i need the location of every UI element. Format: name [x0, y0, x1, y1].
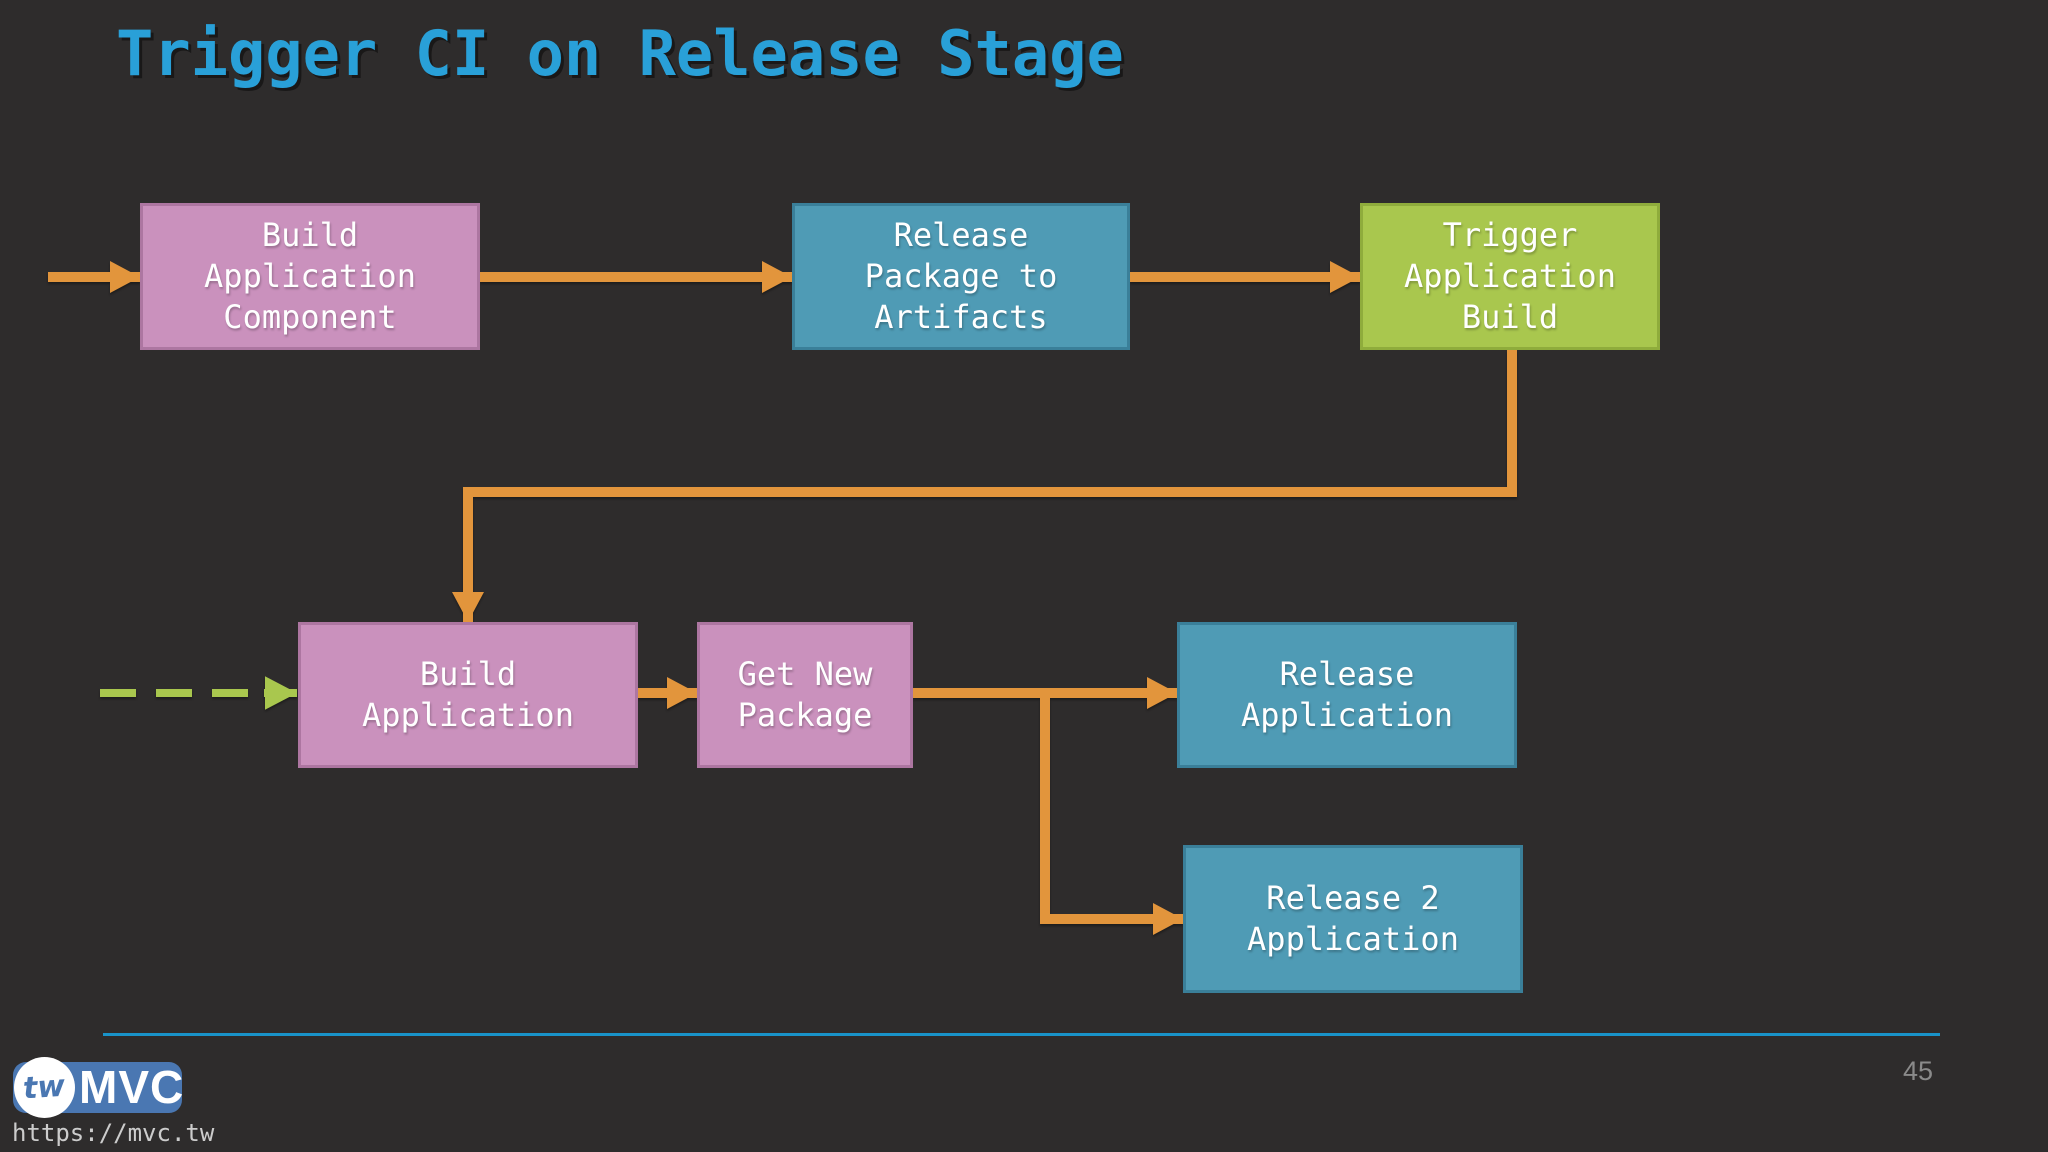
node-release-application: Release Application — [1177, 622, 1517, 768]
node-trigger-application-build: Trigger Application Build — [1360, 203, 1660, 350]
twmvc-logo: tw MVC — [13, 1057, 185, 1118]
twmvc-logo-brand-text: MVC — [79, 1060, 185, 1113]
arrow-get-package-to-release-2-application — [1040, 689, 1183, 935]
node-release-2-application: Release 2 Application — [1183, 845, 1523, 993]
node-release-package-to-artifacts: Release Package to Artifacts — [792, 203, 1130, 350]
node-build-application-component: Build Application Component — [140, 203, 480, 350]
arrow-trigger-build-to-build-application — [452, 350, 1517, 622]
footer-divider-line — [103, 1033, 1940, 1036]
twmvc-logo-badge-text: tw — [22, 1068, 67, 1107]
node-build-application: Build Application — [298, 622, 638, 768]
footer-url: https://mvc.tw — [12, 1119, 215, 1147]
node-get-new-package: Get New Package — [697, 622, 913, 768]
twmvc-logo-circle-icon: tw — [14, 1057, 75, 1118]
slide-title: Trigger CI on Release Stage — [116, 17, 1124, 90]
page-number: 45 — [1903, 1056, 1934, 1086]
